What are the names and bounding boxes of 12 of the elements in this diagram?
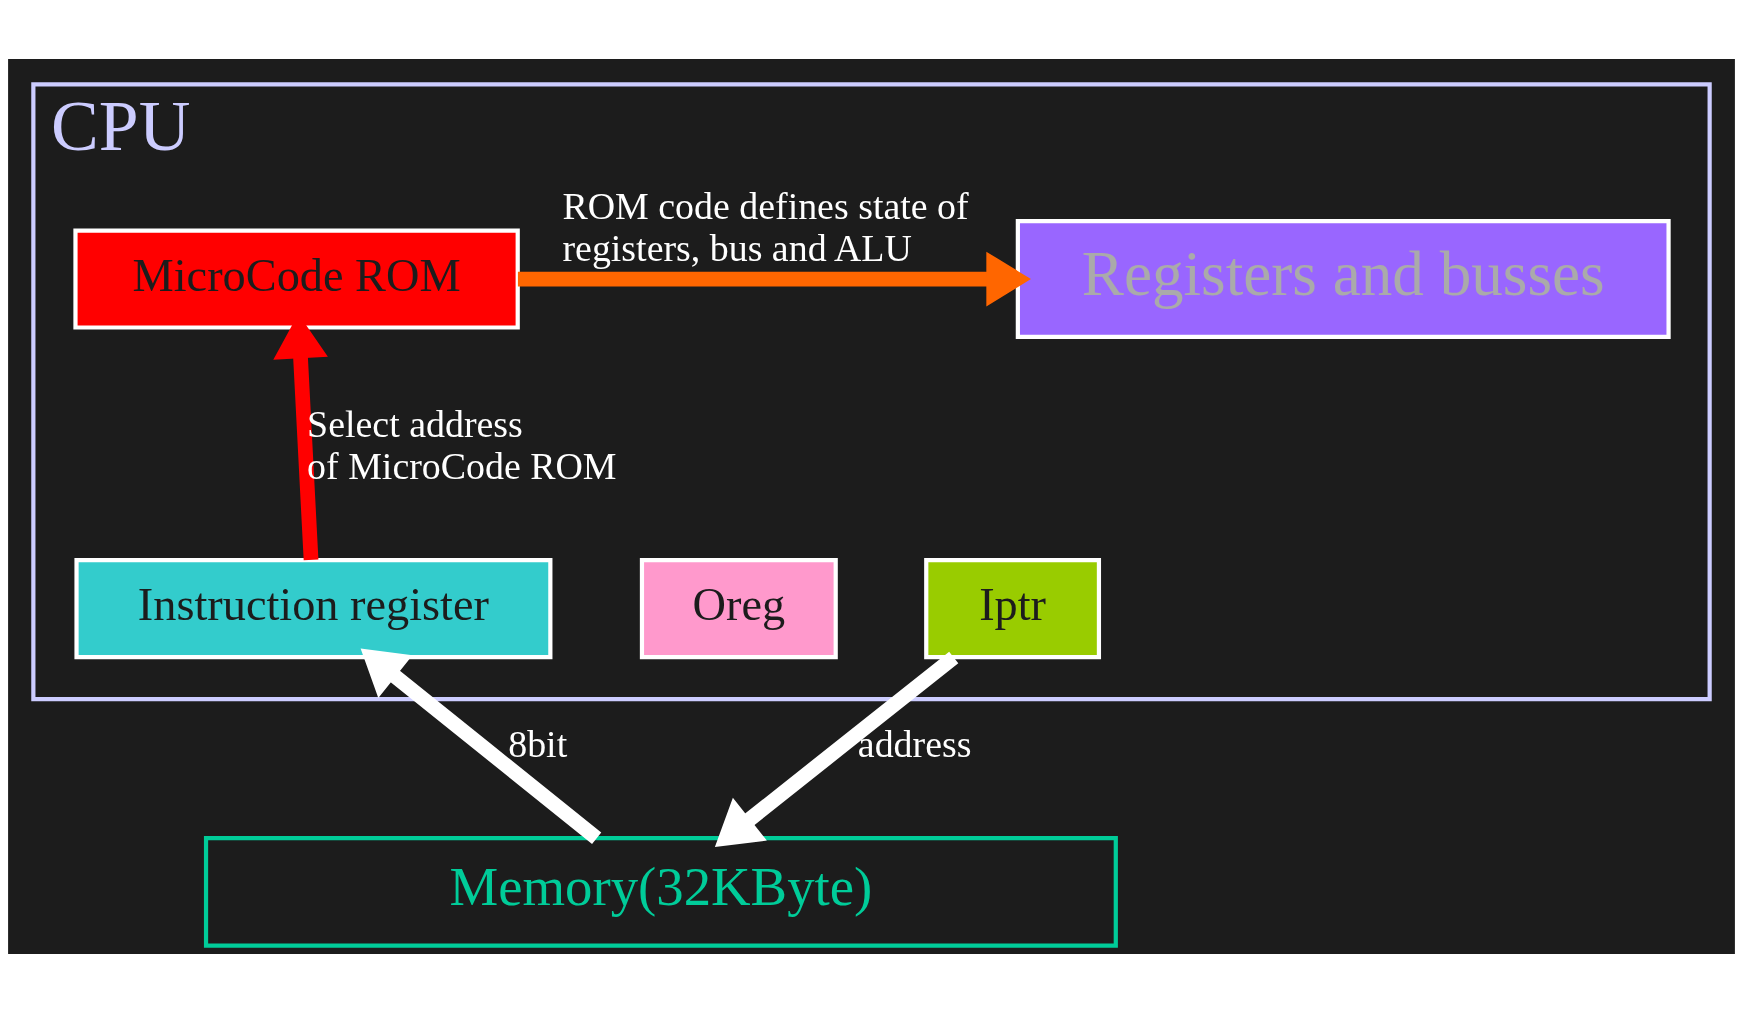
node-box: Oreg [639,558,838,660]
arrow [360,648,602,844]
node-box: Iptr [924,558,1102,660]
edge-label: 8bit [508,722,568,765]
node-box: MicroCode ROM [73,228,520,330]
node-box: Memory(32KByte) [203,836,1118,948]
arrow [517,251,1031,307]
edge-label: address [857,722,972,765]
edge-label: ROM code defines state of registers, bus and ALU [562,184,969,269]
arrow [714,651,959,847]
node-box: Registers and busses [1015,219,1671,340]
node-box: Instruction register [74,558,553,660]
